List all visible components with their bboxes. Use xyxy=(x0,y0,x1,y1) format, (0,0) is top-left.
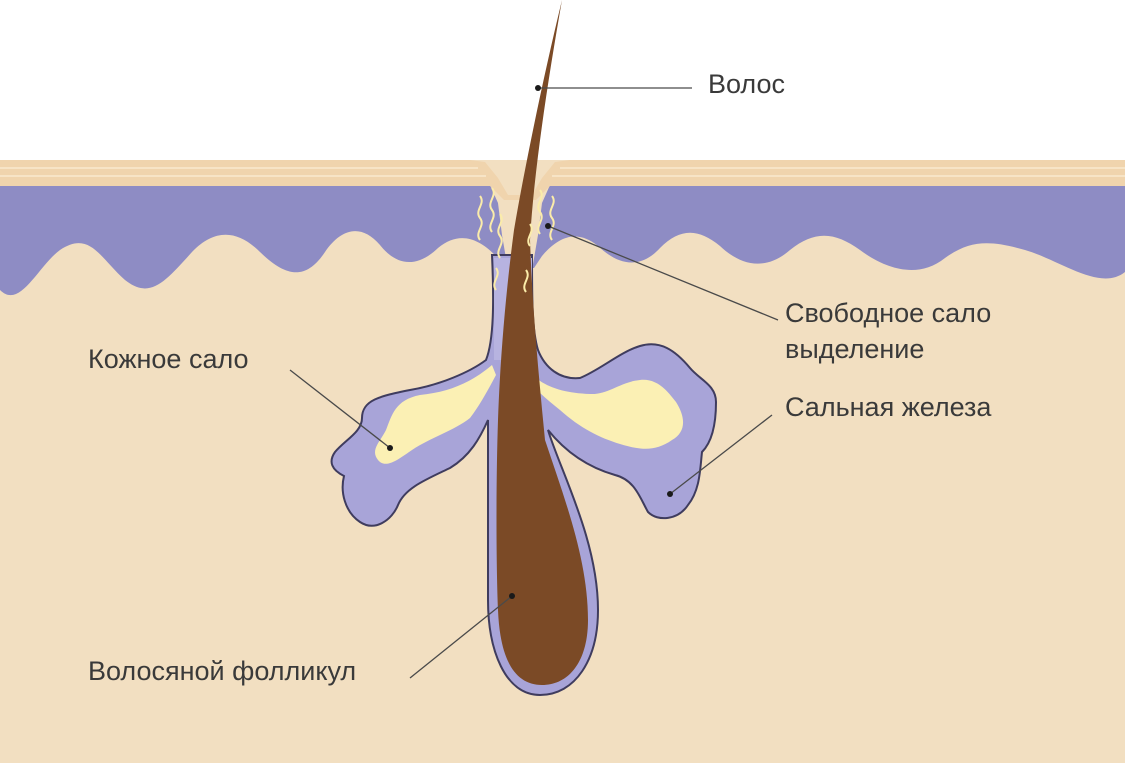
leader-hair-dot xyxy=(535,85,541,91)
leader-hair-follicle-dot xyxy=(509,593,515,599)
hair-shaft xyxy=(496,0,588,685)
epidermis-layer xyxy=(0,185,1125,296)
leader-free-sebum-dot xyxy=(545,223,551,229)
label-hair: Волос xyxy=(708,69,786,99)
skin-surface xyxy=(0,160,1125,200)
label-skin-sebum: Кожное сало xyxy=(88,344,249,374)
leader-sebaceous-gland xyxy=(669,414,773,495)
leader-skin-sebum xyxy=(289,369,391,449)
leader-free-sebum xyxy=(547,225,779,321)
label-free-sebum-line2: выделение xyxy=(785,334,925,364)
sebum-fill-right xyxy=(528,370,684,449)
label-free-sebum-line1: Свободное сало xyxy=(785,298,992,328)
leader-sebaceous-gland-dot xyxy=(667,491,673,497)
sebum-fill xyxy=(375,365,496,464)
label-sebaceous-gland: Сальная железа xyxy=(785,392,992,422)
skin-surface-lines xyxy=(0,167,1125,177)
leader-hair-follicle xyxy=(409,595,513,679)
label-hair-follicle: Волосяной фолликул xyxy=(88,656,357,686)
free-sebum-strands xyxy=(477,187,555,293)
leader-skin-sebum-dot xyxy=(387,445,393,451)
